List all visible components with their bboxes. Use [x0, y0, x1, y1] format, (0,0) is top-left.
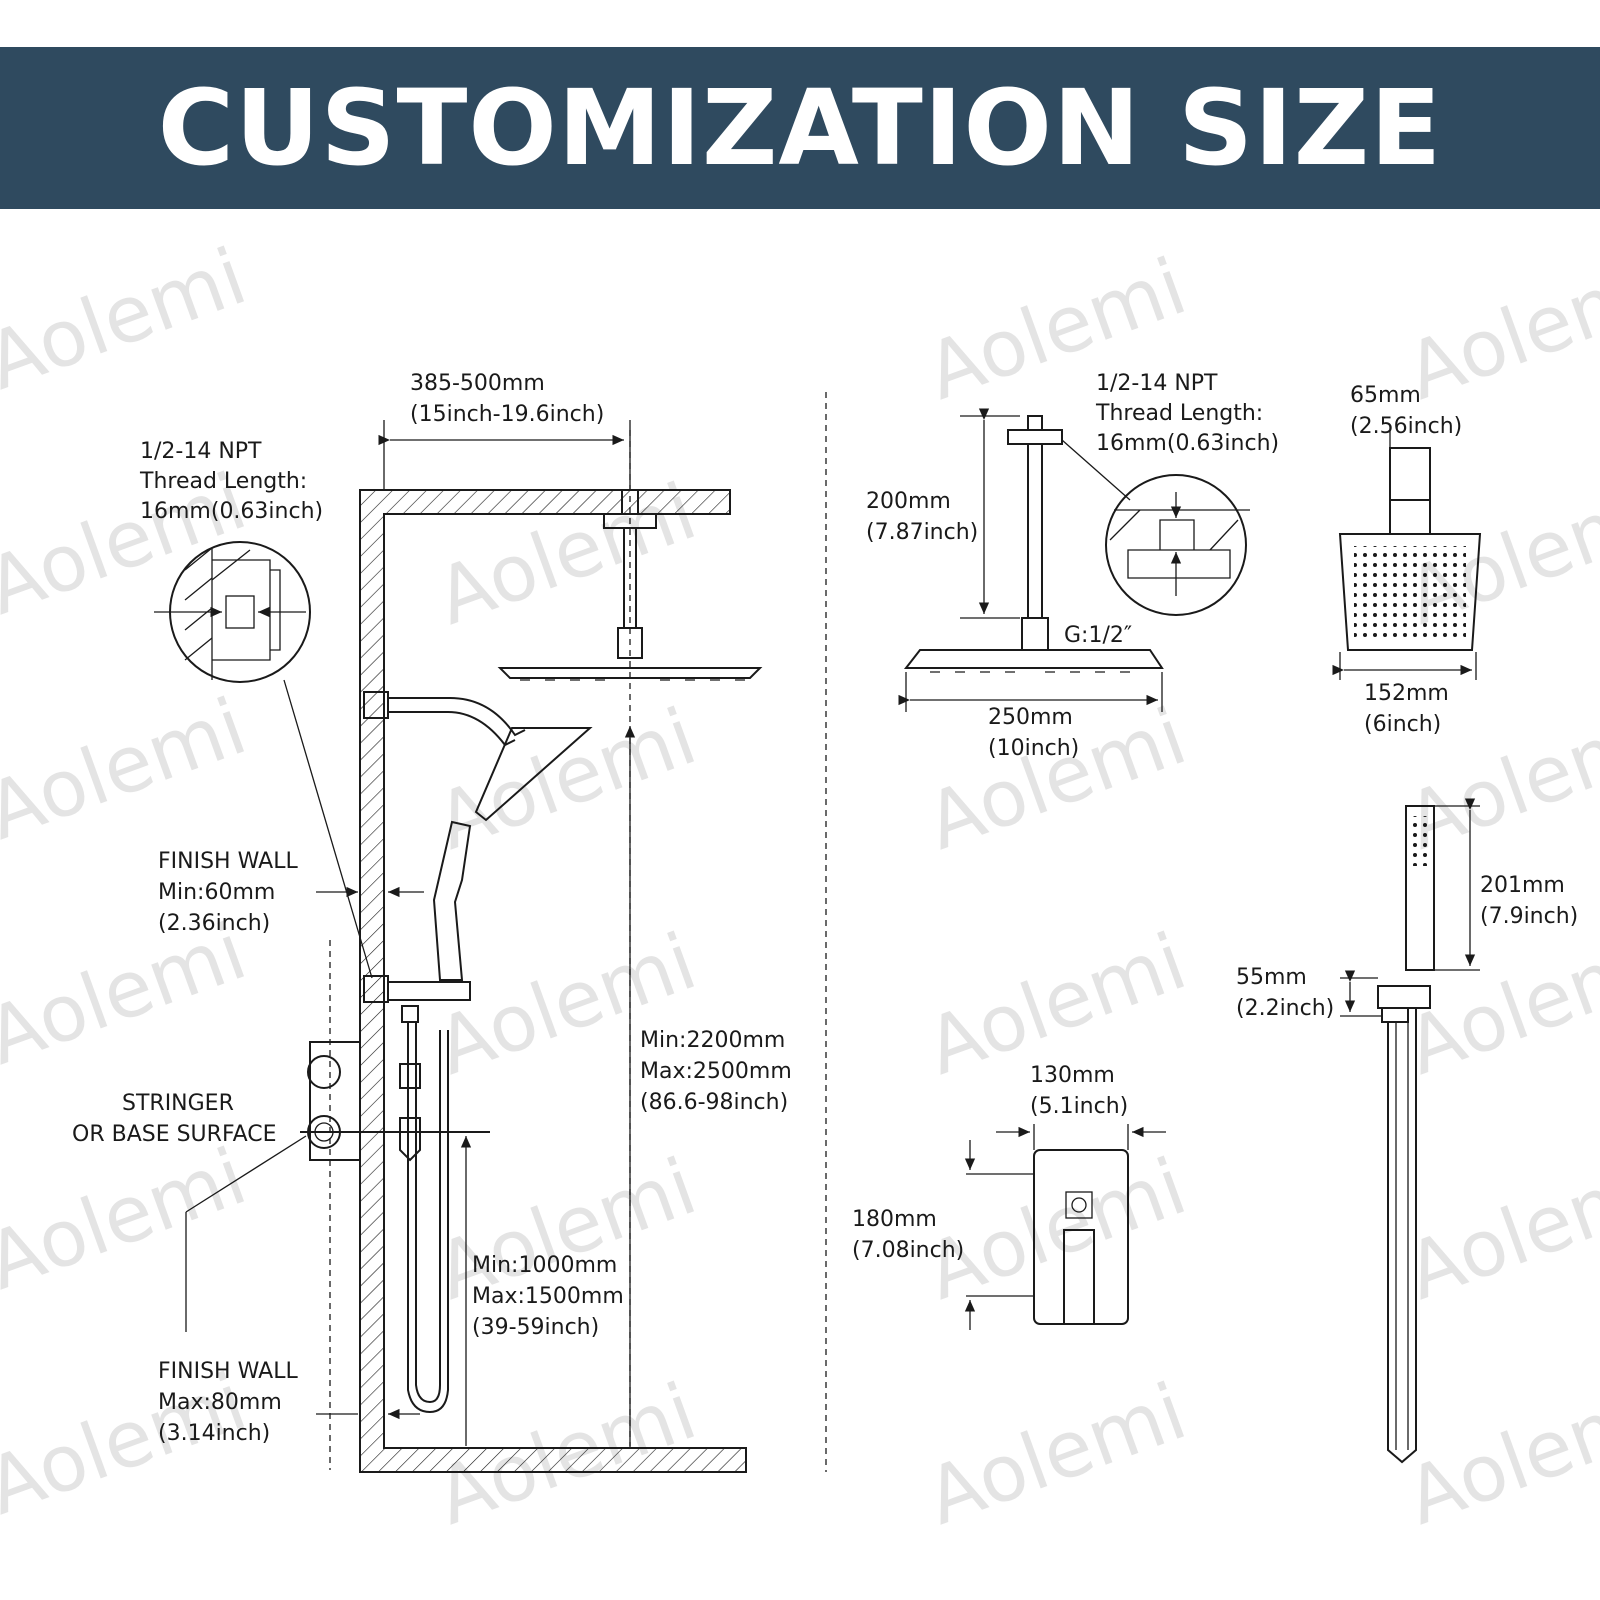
connector-label: G:1/2″ — [1064, 623, 1132, 648]
finish-wall-max-label: Max:80mm — [158, 1390, 282, 1415]
watermark: Aolemi — [1396, 242, 1600, 418]
overall-height-label: Min:2200mm — [640, 1028, 785, 1053]
rain-width-label: 250mm — [988, 705, 1073, 730]
page-title: CUSTOMIZATION SIZE — [157, 67, 1443, 189]
watermark: Aolemi — [1396, 1142, 1600, 1318]
rain-thread-label: 1/2-14 NPT — [1096, 371, 1218, 396]
plate-height-label: 180mm — [852, 1207, 937, 1232]
finish-wall-min-label: (2.36inch) — [158, 911, 270, 936]
ceiling-wall — [359, 489, 747, 1473]
head-width-label: (6inch) — [1364, 712, 1441, 737]
rain-thread-label: 16mm(0.63inch) — [1096, 431, 1279, 456]
arm-length-label: (7.87inch) — [866, 520, 978, 545]
watermark: Aolemi — [916, 1142, 1198, 1318]
head-depth-label: 65mm — [1350, 383, 1421, 408]
watermark: Aolemi — [0, 682, 257, 858]
watermark: Aolemi — [1396, 917, 1600, 1093]
right-labels: 1/2-14 NPT Thread Length: 16mm(0.63inch)… — [852, 371, 1578, 1263]
plate-width-label: 130mm — [1030, 1063, 1115, 1088]
arm-span-label: 385-500mm — [410, 371, 545, 396]
valve-height-label: Max:1500mm — [472, 1284, 624, 1309]
hand-shower-drawing — [1340, 798, 1480, 1464]
arm-length-label: 200mm — [866, 489, 951, 514]
left-labels: 385-500mm (15inch-19.6inch) 1/2-14 NPT T… — [72, 371, 792, 1446]
finish-wall-min-label: FINISH WALL — [158, 849, 298, 874]
finish-wall-max-label: (3.14inch) — [158, 1421, 270, 1446]
rain-width-label: (10inch) — [988, 736, 1079, 761]
installation-drawing — [154, 392, 827, 1473]
overall-height-label: (86.6-98inch) — [640, 1090, 788, 1115]
head-depth-label: (2.56inch) — [1350, 414, 1462, 439]
valve-plate-drawing — [964, 1124, 1166, 1330]
rain-head-drawing — [898, 408, 1250, 712]
stringer-label: OR BASE SURFACE — [72, 1122, 277, 1147]
valve-height-label: Min:1000mm — [472, 1253, 617, 1278]
thread-note-label: 16mm(0.63inch) — [140, 499, 323, 524]
rain-thread-label: Thread Length: — [1095, 401, 1263, 426]
finish-wall-min-label: Min:60mm — [158, 880, 275, 905]
plate-width-label: (5.1inch) — [1030, 1094, 1128, 1119]
holder-label: 55mm — [1236, 965, 1307, 990]
watermark: Aolemi — [0, 232, 257, 408]
stringer-label: STRINGER — [122, 1091, 234, 1116]
thread-note-label: Thread Length: — [139, 469, 307, 494]
holder-label: (2.2inch) — [1236, 996, 1334, 1021]
header-banner: CUSTOMIZATION SIZE — [0, 47, 1600, 209]
plate-height-label: (7.08inch) — [852, 1238, 964, 1263]
arm-span-label: (15inch-19.6inch) — [410, 402, 604, 427]
head-width-label: 152mm — [1364, 681, 1449, 706]
thread-note-label: 1/2-14 NPT — [140, 439, 262, 464]
watermark: Aolemi — [0, 1132, 257, 1308]
watermark: Aolemi — [1396, 1367, 1600, 1543]
valve-height-label: (39-59inch) — [472, 1315, 599, 1340]
head-side-drawing — [1332, 426, 1482, 680]
hand-length-label: 201mm — [1480, 873, 1565, 898]
finish-wall-max-label: FINISH WALL — [158, 1359, 298, 1384]
watermark: Aolemi — [916, 1367, 1198, 1543]
hand-length-label: (7.9inch) — [1480, 904, 1578, 929]
overall-height-label: Max:2500mm — [640, 1059, 792, 1084]
